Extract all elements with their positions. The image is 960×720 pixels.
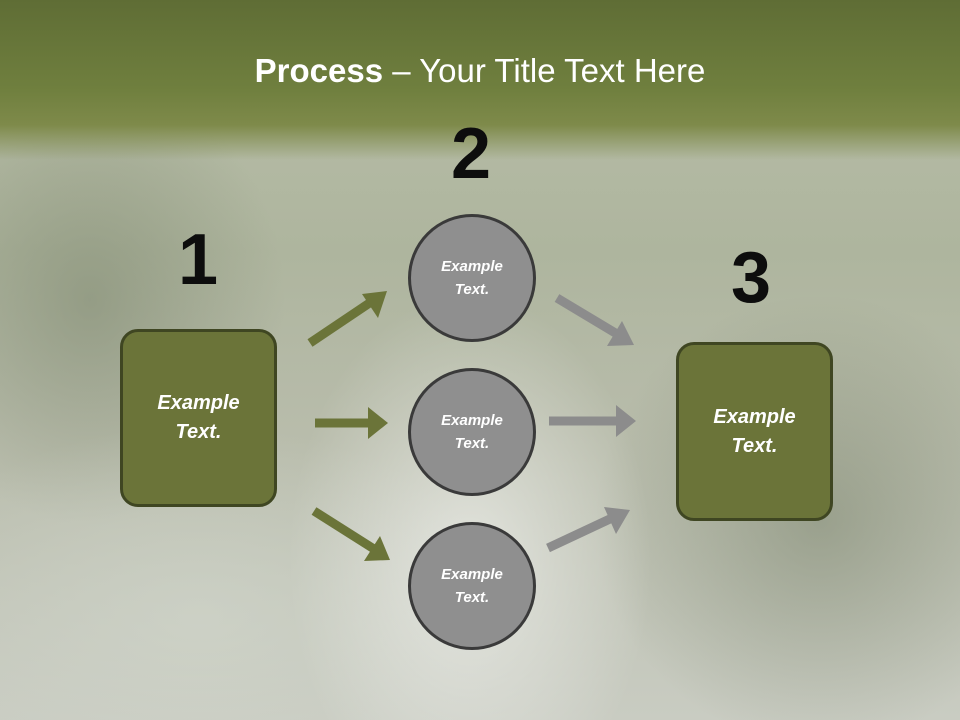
- step-2-circle-middle: Example Text.: [408, 368, 536, 496]
- arrow-olive-straight: [315, 407, 388, 439]
- title-bold: Process: [254, 52, 384, 89]
- title-rest: – Your Title Text Here: [383, 52, 706, 89]
- arrow-gray-down: [554, 294, 634, 346]
- title-band: [0, 0, 960, 160]
- step-2-circle-bottom: Example Text.: [408, 522, 536, 650]
- arrow-gray-straight: [549, 405, 636, 437]
- arrow-olive-up: [307, 291, 387, 347]
- slide-title: Process – Your Title Text Here: [0, 52, 960, 90]
- step-number-2: 2: [451, 114, 492, 194]
- step-2-circle-top: Example Text.: [408, 214, 536, 342]
- step-number-1: 1: [178, 220, 219, 300]
- step-number-3: 3: [731, 238, 772, 318]
- arrow-olive-down: [311, 507, 390, 561]
- arrow-gray-up: [546, 507, 630, 553]
- step-3-box: Example Text.: [676, 342, 833, 521]
- step-1-box: Example Text.: [120, 329, 277, 507]
